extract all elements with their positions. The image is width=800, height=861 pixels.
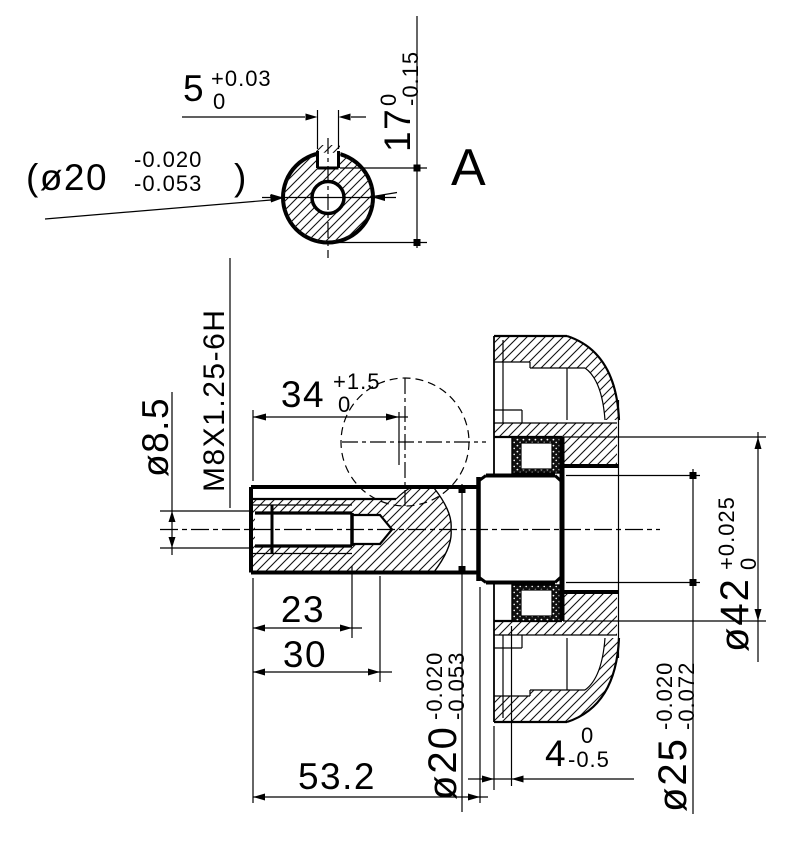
shoulder-band-lower xyxy=(562,592,617,635)
dim-thread-depth: 23 xyxy=(253,566,362,638)
svg-text:+0.025: +0.025 xyxy=(714,496,739,570)
svg-text:0: 0 xyxy=(338,392,351,417)
dim-recess-depth: 4 0 -0.5 xyxy=(468,626,634,790)
cover-shell-upper-hatch xyxy=(494,336,619,420)
dim-tol-lower: 0 xyxy=(213,89,226,114)
svg-text:ø42: ø42 xyxy=(713,577,757,652)
shoulder-band-upper xyxy=(562,423,617,466)
svg-text:ø25: ø25 xyxy=(651,737,695,812)
ref-diameter-leader: (ø20 -0.020 -0.053 ) xyxy=(26,147,398,220)
oil-seal-upper xyxy=(511,436,561,474)
extension-lines xyxy=(566,474,700,584)
section-label-a: A xyxy=(451,139,486,197)
ref-tol-upper: -0.020 xyxy=(134,147,202,172)
extension-lines xyxy=(316,110,340,149)
dim-tol-upper: +0.03 xyxy=(211,66,272,91)
cover-shell-lower-hatch xyxy=(494,638,619,722)
thread-crest-lines xyxy=(253,504,352,555)
dim-keyway-width: 5 +0.03 0 xyxy=(182,66,366,149)
dim-keyway-length: 34 +1.5 0 xyxy=(252,369,408,481)
dim-text: 5 xyxy=(183,68,205,109)
bore-band-lower xyxy=(494,621,562,635)
svg-text:30: 30 xyxy=(283,634,327,675)
extension-lines xyxy=(563,436,766,622)
main-view: 34 +1.5 0 ø8.5 M8X1.25-6H xyxy=(135,258,766,814)
svg-text:23: 23 xyxy=(281,589,325,630)
ref-close: ) xyxy=(234,157,248,198)
extension-lines xyxy=(252,410,400,481)
dim-pilot-hole: ø8.5 xyxy=(135,392,249,555)
dim-hole-depth: 30 xyxy=(253,576,392,682)
svg-text:-0.15: -0.15 xyxy=(398,51,423,106)
svg-text:0: 0 xyxy=(581,723,594,748)
dim-shaft-length: 53.2 xyxy=(253,587,488,803)
shaft-section-hatching xyxy=(251,488,452,572)
svg-text:53.2: 53.2 xyxy=(298,756,376,797)
dim-key-height: 17 0 -0.15 xyxy=(334,16,427,248)
svg-text:17: 17 xyxy=(377,108,418,152)
svg-text:+1.5: +1.5 xyxy=(333,369,380,394)
svg-text:ø8.5: ø8.5 xyxy=(135,397,176,477)
svg-text:4: 4 xyxy=(545,733,567,774)
section-hatching xyxy=(283,145,374,243)
shaft-outline xyxy=(249,485,477,575)
svg-text:-0.020: -0.020 xyxy=(652,662,677,730)
ref-open: (ø20 xyxy=(26,157,108,198)
svg-text:ø20: ø20 xyxy=(421,725,465,800)
section-view-a: 5 +0.03 0 17 0 -0.15 (ø20 -0.020 -0.053 … xyxy=(26,16,486,258)
svg-text:0: 0 xyxy=(376,93,401,106)
keyway-runout xyxy=(395,487,411,500)
detail-circle xyxy=(340,377,486,508)
svg-text:-0.053: -0.053 xyxy=(444,652,469,720)
svg-text:-0.072: -0.072 xyxy=(674,662,699,730)
shoulder-bore-lines xyxy=(562,464,618,594)
svg-text:34: 34 xyxy=(281,374,325,415)
leader-line xyxy=(44,199,272,220)
ref-tol-lower: -0.053 xyxy=(134,171,202,196)
dim-seal-diameter: ø25 -0.020 -0.072 xyxy=(566,469,700,814)
extension-lines xyxy=(160,510,249,549)
thread-callout: M8X1.25-6H xyxy=(198,258,231,508)
dim-bore-diameter: ø42 +0.025 0 xyxy=(563,432,766,662)
svg-text:0: 0 xyxy=(736,557,761,570)
svg-text:-0.5: -0.5 xyxy=(568,747,610,772)
dia-arrow-right xyxy=(373,194,385,201)
dim-shaft-diameter: ø20 -0.020 -0.053 xyxy=(421,484,469,812)
oil-seal-lower xyxy=(511,584,561,622)
svg-text:M8X1.25-6H: M8X1.25-6H xyxy=(198,309,231,492)
rotated-text: 17 0 -0.15 xyxy=(376,51,423,152)
housing-cover xyxy=(493,334,621,724)
leader-tail xyxy=(372,191,398,198)
svg-text:-0.020: -0.020 xyxy=(422,652,447,720)
extension-lines xyxy=(334,167,427,244)
bore-band-upper xyxy=(494,423,562,437)
